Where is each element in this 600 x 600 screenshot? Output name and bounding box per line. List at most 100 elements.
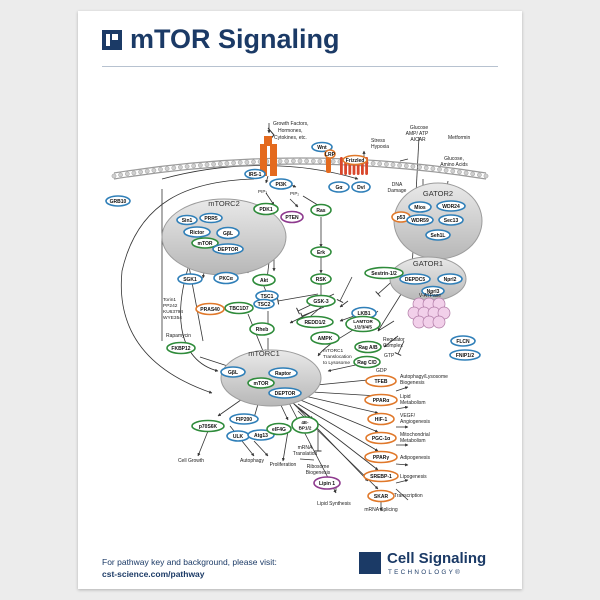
edge-bar-39: [394, 352, 402, 356]
label-out-ppara-2: Metabolism: [400, 400, 426, 406]
node-prr5: PRR5: [199, 212, 223, 224]
node-label-gsk3: GSK-3: [313, 299, 329, 305]
node-gbl2: GβL: [216, 226, 240, 240]
edge-64: [395, 405, 409, 410]
node-gsk3: GSK-3: [306, 294, 336, 308]
label-pip3: PIP₃: [258, 189, 267, 194]
node-ampk: AMPK: [310, 331, 340, 345]
label-regulator-2: Complex: [383, 343, 403, 349]
node-label-deptor1: DEPTOR: [275, 391, 296, 397]
label-out-ribo-2: Biogenesis: [306, 470, 331, 476]
footer-url[interactable]: cst-science.com/pathway: [102, 569, 205, 579]
rtk-receptor: [260, 127, 277, 176]
node-label-tfeb: TFEB: [374, 379, 387, 385]
mtor-pathway-diagram: WntLRPFrizzledIRS-1PI3KPDK1PTENRasGRB10G…: [105, 121, 489, 513]
node-label-nprl3: Nprl3: [427, 289, 440, 295]
label-out-pparg: Adipogenesis: [400, 455, 431, 461]
node-label-pras40: PRAS40: [200, 307, 220, 313]
node-eif4g: eIF4G: [266, 422, 292, 436]
node-label-lipin: Lipin 1: [319, 481, 335, 487]
node-label-akt: Akt: [260, 278, 268, 284]
label-out-srebp: Lipogenesis: [400, 474, 427, 480]
label-trans-1: mTORC1: [323, 348, 343, 354]
node-deptor1: DEPTOR: [268, 387, 302, 399]
label-out-trans-1: mRNA: [298, 445, 313, 451]
node-skar: SKAR: [367, 489, 395, 503]
edge-21: [399, 158, 409, 162]
node-label-pten: PTEN: [285, 215, 299, 221]
label-amino-1: Glucose,: [444, 156, 464, 162]
node-label-tbc1d7: TBC1D7: [229, 306, 249, 312]
node-label-deptor2: DEPTOR: [218, 247, 239, 253]
edge-bar-31: [296, 307, 300, 315]
label-inhib-4: WYE354: [163, 315, 182, 321]
node-label-grb10: GRB10: [110, 199, 127, 205]
node-flcn: FLCN: [450, 335, 476, 347]
label-glucose-2: AMP/ ATP: [406, 131, 429, 137]
node-ppara: PPARα: [364, 393, 398, 407]
node-label-pparg: PPARγ: [373, 455, 390, 461]
complex-label-gator2: GATOR2: [423, 189, 453, 198]
node-pras40: PRAS40: [195, 302, 225, 316]
node-label-sestrin: Sestrin-1/2: [371, 271, 397, 277]
v-atpase-cluster: [407, 297, 451, 329]
label-glucose-3: AICAR: [410, 137, 426, 143]
node-label-fkbp12: FKBP12: [171, 346, 190, 352]
node-mtor2: mTOR: [191, 237, 219, 249]
node-label-eif4g: eIF4G: [272, 427, 286, 433]
label-out-hif-2: Angiogenesis: [400, 419, 431, 425]
cst-brand-icon: [102, 30, 122, 50]
node-label-pdk1: PDK1: [259, 207, 273, 213]
label-trans-2: Translocation: [323, 354, 352, 360]
node-nprl3: Nprl3: [421, 285, 445, 297]
label-stress-1: Stress: [371, 138, 386, 144]
node-label-dvl: Dvl: [357, 185, 365, 191]
node-label-sec13: Sec13: [444, 218, 459, 224]
node-ragab: Rag A/B: [354, 340, 382, 354]
node-lkb1: LKB1: [351, 306, 377, 320]
label-out-trans-2: Translation: [293, 451, 318, 457]
title-divider: [102, 66, 498, 67]
node-label-srebp: SREBP-1: [370, 474, 392, 480]
poster-title: mTOR Signaling: [130, 24, 340, 54]
node-gbl1: GβL: [220, 366, 246, 378]
edge-46: [297, 398, 379, 433]
node-wdr59: WDR59: [406, 214, 434, 226]
node-frizzled: Frizzled: [342, 154, 368, 166]
node-label-atg13: Atg13: [254, 433, 268, 439]
node-lrp: LRP: [324, 149, 336, 159]
label-metformin: Metformin: [448, 135, 470, 141]
label-rapamycin: Rapamycin: [166, 333, 191, 339]
node-srebp: SREBP-1: [363, 469, 399, 483]
node-grb10: GRB10: [105, 195, 131, 207]
curve-edge-0: [120, 178, 255, 394]
edge-bar-28: [375, 291, 381, 297]
node-label-rsk: RSK: [316, 277, 327, 283]
node-pi3k: PI3K: [269, 178, 293, 190]
footer-line1: For pathway key and background, please v…: [102, 557, 277, 567]
node-fnip: FNIP1/2: [449, 349, 481, 361]
cst-logo-name: Cell Signaling: [387, 550, 487, 567]
node-lipin: Lipin 1: [313, 476, 341, 490]
edge-33: [339, 276, 353, 302]
node-label-bp-1: BP1/2: [299, 426, 312, 431]
label-out-hif-1: VEGF/: [400, 413, 416, 419]
label-inhib-3: KU63794: [163, 309, 183, 315]
node-label-pkca: PKCα: [219, 276, 234, 282]
cst-logo: Cell Signaling TECHNOLOGY®: [359, 550, 499, 584]
label-growth-3: Cytokines, etc.: [274, 135, 307, 141]
cst-logo-sub: TECHNOLOGY®: [388, 569, 463, 576]
label-dna-2: Damage: [388, 188, 407, 194]
edge-69: [395, 488, 409, 501]
node-rheb: Rheb: [249, 322, 275, 336]
node-label-rheb: Rheb: [256, 327, 269, 333]
node-label-mios: Mios: [414, 205, 426, 211]
label-gdp: GDP: [376, 368, 388, 374]
node-label-wnt: Wnt: [317, 145, 327, 151]
node-pparg: PPARγ: [364, 450, 398, 464]
complex-label-mtorc2: mTORC2: [208, 199, 240, 208]
node-p70s6k: p70S6K: [191, 419, 225, 433]
